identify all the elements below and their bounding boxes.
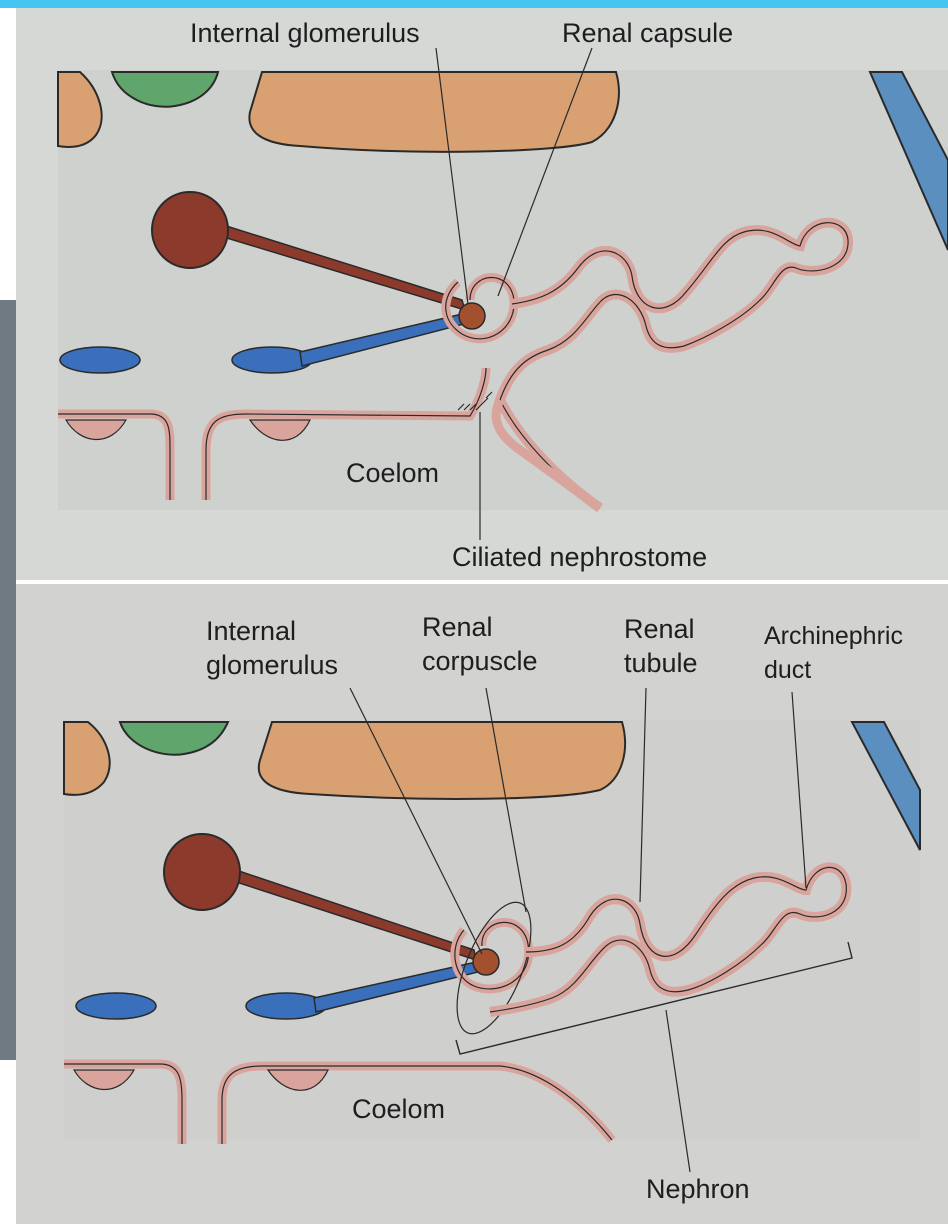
glomerulus-bottom [473,949,499,975]
label-coelom-top: Coelom [346,458,439,488]
cardinal-vein-bottom [246,993,326,1019]
aorta-top [152,192,228,268]
aorta-bottom [164,834,240,910]
label-renal-corpuscle-line1: Renal [422,612,493,642]
cardinal-vein-left-top [60,347,140,373]
label-internal-glomerulus-line1-bottom: Internal [206,616,296,646]
label-ciliated-nephrostome-top: Ciliated nephrostome [452,542,707,572]
label-archinephric-duct-line2: duct [764,656,811,684]
bottom-panel: Internal glomerulus Renal corpuscle Rena… [16,584,948,1224]
label-renal-tubule-line1: Renal [624,614,695,644]
label-archinephric-duct-line1: Archinephric [764,622,903,650]
glomerulus-top [459,303,485,329]
label-internal-glomerulus-line2-bottom: glomerulus [206,650,338,680]
tissue-orange-large [249,72,618,152]
cardinal-vein-top [232,347,312,373]
label-renal-corpuscle-line2: corpuscle [422,646,538,676]
label-coelom-bottom: Coelom [352,1094,445,1124]
tissue-orange-large-bottom [259,722,625,799]
label-renal-tubule-line2: tubule [624,648,698,678]
label-internal-glomerulus-top: Internal glomerulus [190,18,420,48]
label-renal-capsule-top: Renal capsule [562,18,733,48]
cardinal-vein-left-bottom [76,993,156,1019]
label-nephron: Nephron [646,1174,750,1204]
top-panel: Internal glomerulus Renal capsule Coelom… [16,8,948,580]
